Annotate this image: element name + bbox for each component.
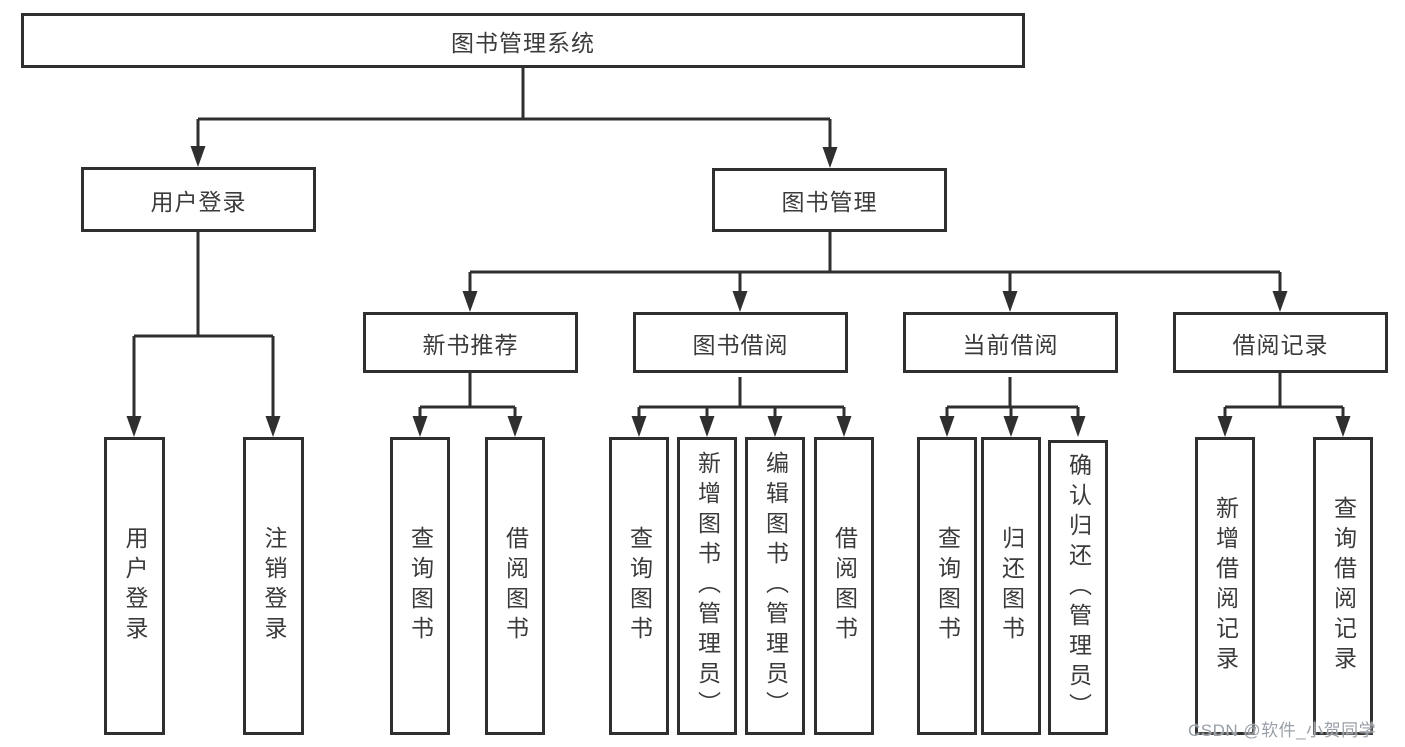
node-label: 注销登录 — [261, 526, 287, 646]
node-label: 归还图书 — [998, 526, 1025, 646]
leaf-confirm-return-admin: 确认归还（管理员） — [1048, 440, 1108, 735]
leaf-edit-books-admin: 编辑图书（管理员） — [745, 437, 805, 735]
leaf-query-books-1: 查询图书 — [390, 437, 450, 735]
node-label: 编辑图书（管理员） — [762, 451, 789, 721]
leaf-logout: 注销登录 — [243, 437, 304, 735]
node-label: 新增图书（管理员） — [694, 451, 721, 721]
node-book-borrowing: 图书借阅 — [633, 312, 848, 373]
node-label: 借阅图书 — [831, 526, 858, 646]
node-user-login: 用户登录 — [81, 167, 316, 232]
node-book-management: 图书管理 — [712, 168, 947, 232]
node-label: 新增借阅记录 — [1212, 496, 1239, 676]
node-label: 当前借阅 — [962, 331, 1059, 358]
node-label: 用户登录 — [150, 188, 247, 215]
node-label: 用户登录 — [122, 526, 148, 646]
leaf-return-books: 归还图书 — [981, 437, 1041, 735]
leaf-add-borrowing-record: 新增借阅记录 — [1195, 437, 1255, 735]
node-label: 图书管理 — [781, 189, 878, 215]
leaf-user-login: 用户登录 — [104, 437, 165, 735]
node-library-management-system: 图书管理系统 — [21, 13, 1025, 68]
leaf-query-books-3: 查询图书 — [917, 437, 977, 735]
node-label: 查询图书 — [626, 526, 653, 646]
node-new-book-recommendation: 新书推荐 — [363, 312, 578, 373]
node-label: 新书推荐 — [422, 331, 519, 358]
node-borrowing-records: 借阅记录 — [1173, 312, 1388, 373]
leaf-add-books-admin: 新增图书（管理员） — [677, 437, 737, 735]
node-label: 查询借阅记录 — [1330, 496, 1357, 676]
leaf-borrow-books-1: 借阅图书 — [485, 437, 545, 735]
node-current-borrowing: 当前借阅 — [903, 312, 1118, 373]
node-label: 借阅记录 — [1232, 331, 1329, 358]
node-label: 借阅图书 — [502, 526, 529, 646]
leaf-query-books-2: 查询图书 — [609, 437, 669, 735]
csdn-watermark: CSDN @软件_小贺同学 — [1188, 721, 1377, 740]
node-label: 查询图书 — [407, 526, 434, 646]
node-label: 查询图书 — [934, 526, 961, 646]
leaf-borrow-books-2: 借阅图书 — [814, 437, 874, 735]
node-label: 图书管理系统 — [451, 29, 595, 56]
node-label: 图书借阅 — [692, 331, 789, 358]
leaf-query-borrowing-record: 查询借阅记录 — [1313, 437, 1373, 735]
node-label: 确认归还（管理员） — [1065, 452, 1092, 723]
